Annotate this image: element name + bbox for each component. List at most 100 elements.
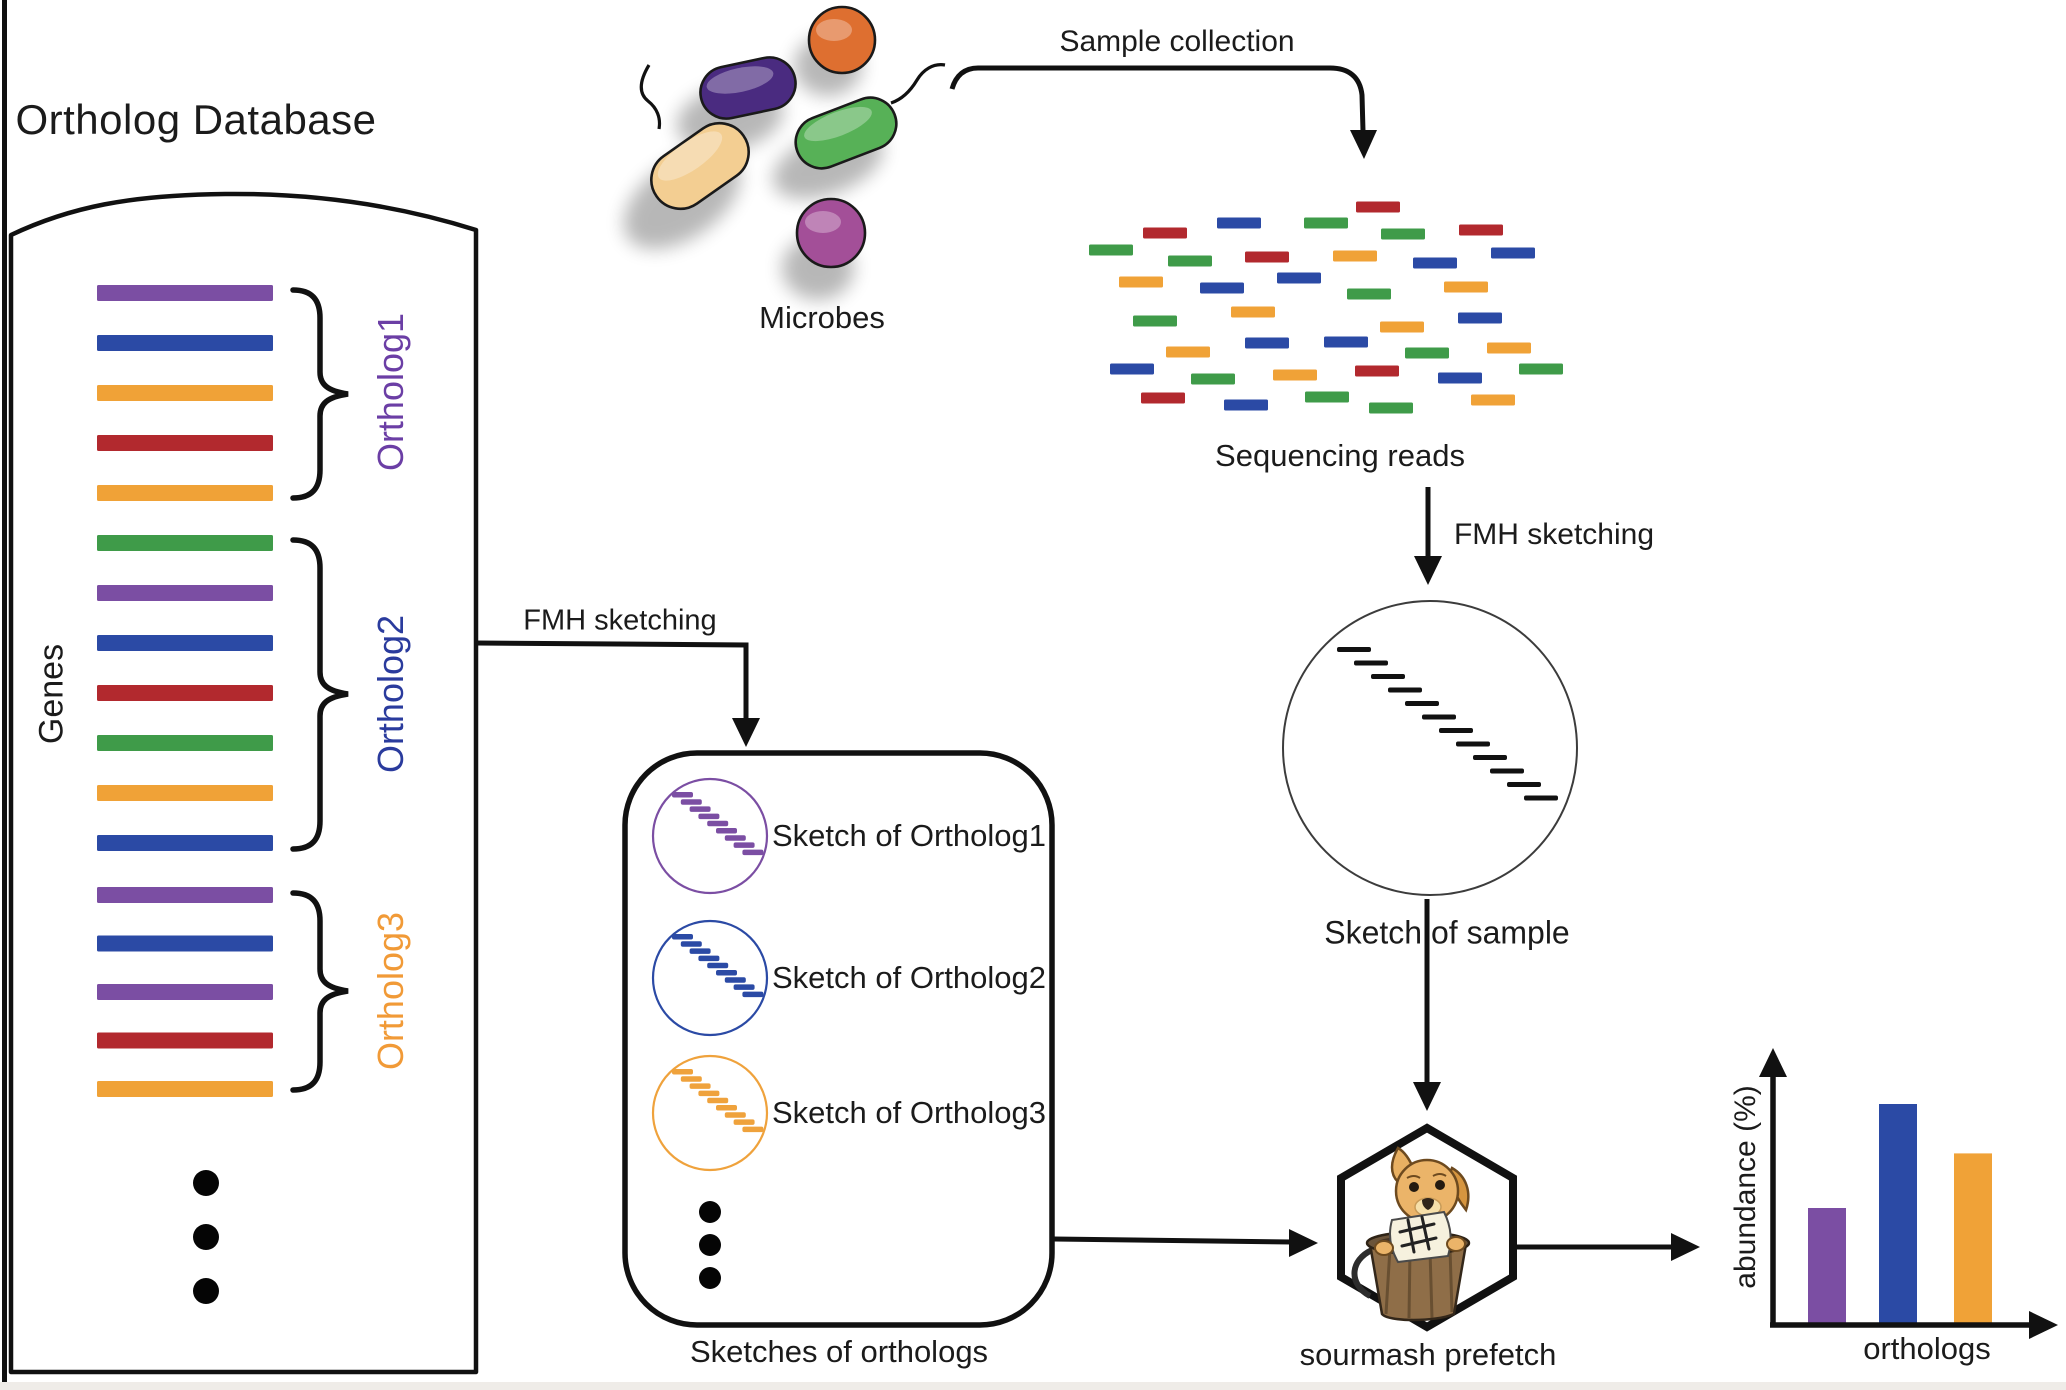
- sourmash-prefetch-label: sourmash prefetch: [1299, 1337, 1557, 1372]
- sequencing-read-red: [1141, 392, 1185, 404]
- sequencing-read-orange: [1380, 321, 1424, 333]
- arrow-fmh-database: [475, 640, 760, 747]
- ellipsis-dot: [193, 1224, 219, 1250]
- sketches-ellipsis: [699, 1201, 721, 1289]
- dog-left-eye: [1409, 1182, 1419, 1192]
- microbe-rod-green: [794, 96, 898, 170]
- arrow-sample-to-prefetch: [1413, 899, 1441, 1111]
- y-axis-arrowhead: [1759, 1048, 1787, 1077]
- gene-bar-purple: [97, 285, 273, 301]
- sequencing-read-green: [1191, 373, 1235, 385]
- sequencing-read-orange: [1471, 394, 1515, 406]
- sequencing-read-green: [1305, 391, 1349, 403]
- sketch-dash: [742, 991, 764, 998]
- sketch-circle-outline: [651, 1054, 769, 1172]
- gene-bar-red: [97, 435, 273, 451]
- sketch-of-sample-circle: [1282, 600, 1578, 896]
- sequencing-read-orange: [1119, 276, 1163, 288]
- gene-bar-red: [97, 1032, 273, 1049]
- sequencing-read-green: [1133, 315, 1177, 327]
- y-axis-label: abundance (%): [1729, 1085, 1762, 1289]
- sketch-dash: [707, 820, 729, 827]
- sketch-paper: [1389, 1210, 1452, 1264]
- sketch-dash: [680, 1076, 702, 1082]
- sketch-circle-group: [651, 1054, 769, 1172]
- sequencing-read-orange: [1444, 281, 1488, 293]
- dog-nose: [1422, 1198, 1434, 1210]
- microbe-coccus-magenta: [795, 197, 867, 269]
- microbes-label: Microbes: [759, 300, 885, 335]
- database-ellipsis: [193, 1170, 219, 1304]
- microbe-rod-purple: [699, 56, 797, 120]
- ellipsis-dot: [193, 1170, 219, 1196]
- sample-dash: [1422, 714, 1456, 720]
- sketch-dash: [698, 955, 720, 962]
- sequencing-read-blue: [1324, 336, 1368, 348]
- sample-dash: [1524, 795, 1558, 801]
- sequencing-read-green: [1347, 288, 1391, 300]
- sourmash-dog: [1351, 1146, 1471, 1322]
- sequencing-read-red: [1459, 224, 1503, 236]
- sequencing-read-orange: [1487, 342, 1531, 354]
- sketch-ortholog3-label: Sketch of Ortholog3: [772, 1095, 1046, 1130]
- microbe-highlights: [657, 19, 872, 233]
- sketch-dash: [689, 806, 711, 812]
- sketch-of-sample-label: Sketch of sample: [1324, 914, 1570, 951]
- sketch-dash: [689, 1083, 711, 1089]
- sequencing-read-green: [1381, 228, 1425, 240]
- sequencing-read-blue: [1245, 337, 1289, 349]
- sketch-dash: [698, 813, 720, 820]
- sequencing-read-blue: [1217, 217, 1261, 229]
- sequencing-read-green: [1519, 363, 1563, 375]
- sketch-dash: [733, 1119, 755, 1125]
- arrow-fmh-sample: [1414, 487, 1442, 585]
- gene-bar-blue: [97, 935, 273, 952]
- sample-dash: [1405, 701, 1439, 706]
- sketch-dash: [733, 984, 755, 990]
- sequencing-read-orange: [1231, 306, 1275, 318]
- ellipsis-dot: [699, 1267, 721, 1289]
- gene-bar-orange: [97, 1081, 273, 1097]
- sample-dash: [1473, 755, 1507, 760]
- sequencing-reads-cloud: [1089, 201, 1563, 414]
- sequencing-reads-label: Sequencing reads: [1215, 438, 1465, 473]
- ellipsis-dot: [699, 1234, 721, 1256]
- sketch-ortholog1-label: Sketch of Ortholog1: [772, 818, 1046, 853]
- figure-bottom-strip: [0, 1382, 2066, 1390]
- ortholog-sketch-circles: [651, 777, 769, 1172]
- sketches-box: [622, 750, 1055, 1328]
- sequencing-read-orange: [1273, 369, 1317, 381]
- sketch-circle-outline: [651, 919, 769, 1037]
- sketch-circle-outline: [651, 777, 769, 895]
- dog-left-paw: [1374, 1240, 1394, 1256]
- brace-ortholog3: [290, 890, 349, 1093]
- flagellum-green-microbe: [890, 63, 946, 105]
- sketch-dash: [724, 977, 746, 983]
- ortholog1-label: Ortholog1: [370, 312, 411, 472]
- sample-collection-label: Sample collection: [1059, 25, 1295, 58]
- sample-dash: [1388, 687, 1422, 693]
- microbe-rod-tan: [650, 121, 750, 211]
- gene-bar-orange: [97, 785, 273, 801]
- chart-bars: [1808, 1104, 1992, 1325]
- ortholog-braces: [290, 287, 349, 1093]
- genes-axis-label: Genes: [32, 643, 71, 745]
- sequencing-read-red: [1356, 201, 1400, 213]
- ellipsis-dot: [699, 1201, 721, 1223]
- sequencing-read-green: [1405, 347, 1449, 359]
- dog-right-brow: [1432, 1173, 1447, 1177]
- flagellum-tan-microbe: [639, 64, 662, 130]
- sequencing-read-red: [1143, 227, 1187, 239]
- gene-bar-blue: [97, 635, 273, 651]
- sketch-circle-group: [651, 919, 769, 1037]
- sequencing-read-green: [1168, 255, 1212, 267]
- sequencing-read-green: [1304, 217, 1348, 229]
- sketches-caption: Sketches of orthologs: [689, 1334, 989, 1369]
- arrow-prefetch-to-chart: [1517, 1233, 1700, 1261]
- ortholog3-label: Ortholog3: [370, 911, 411, 1071]
- arrow-sketches-to-prefetch: [1053, 1229, 1318, 1257]
- abundance-bar-Ortholog2: [1879, 1104, 1917, 1325]
- sample-dash: [1337, 647, 1371, 652]
- abundance-bar-Ortholog1: [1808, 1208, 1846, 1325]
- arrow-sample-collection: [949, 65, 1377, 159]
